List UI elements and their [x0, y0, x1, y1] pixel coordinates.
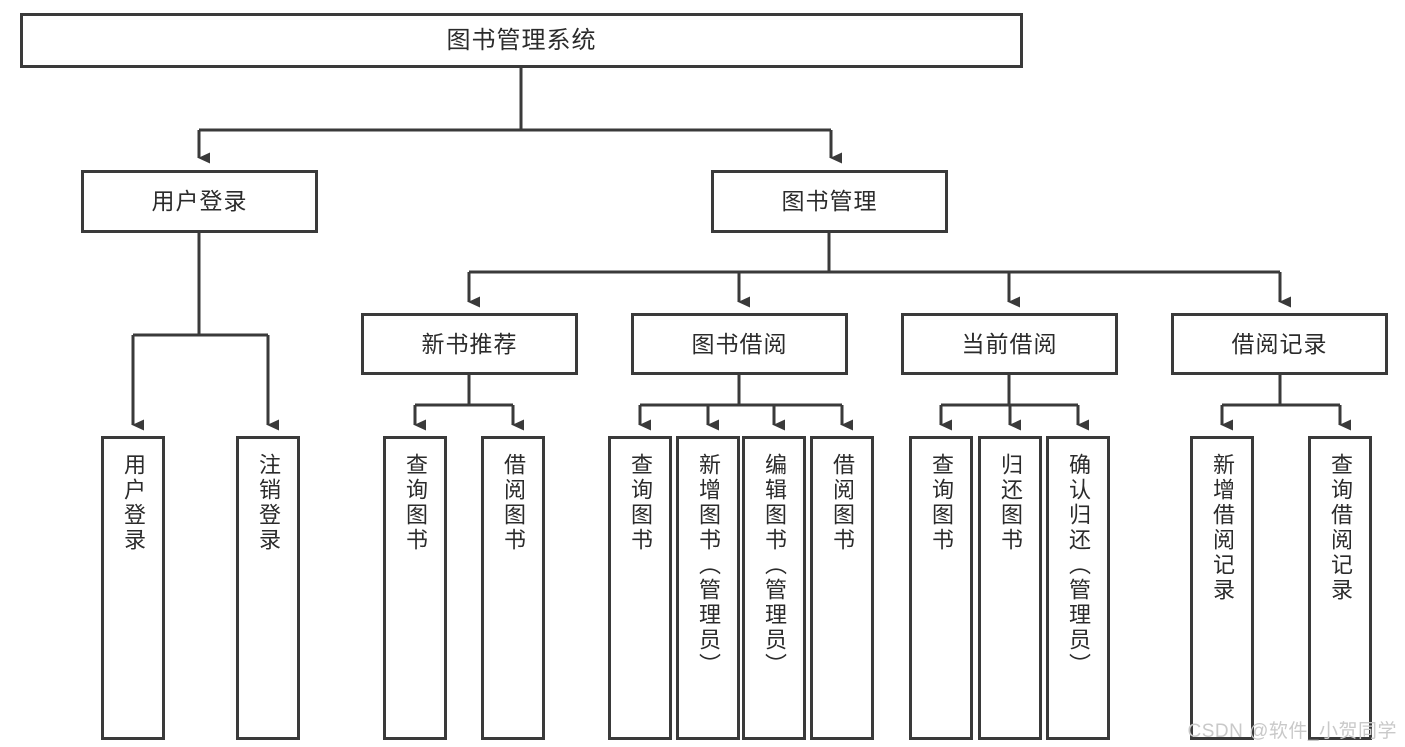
node-label: 借阅记录 — [1231, 330, 1328, 357]
node-label: 新书推荐 — [421, 330, 518, 357]
node-label: 用户登录 — [121, 453, 146, 553]
node-leaf-edit-book-admin[interactable]: 编辑图书（管理员） — [742, 436, 806, 740]
node-label: 图书管理系统 — [446, 26, 597, 54]
node-label: 查询借阅记录 — [1328, 453, 1353, 603]
node-leaf-add-borrow-record[interactable]: 新增借阅记录 — [1190, 436, 1254, 740]
node-leaf-query-book-newbook[interactable]: 查询图书 — [383, 436, 447, 740]
node-leaf-borrow-book[interactable]: 借阅图书 — [810, 436, 874, 740]
node-label: 当前借阅 — [961, 330, 1058, 357]
node-label: 图书管理 — [781, 188, 878, 215]
node-label: 查询图书 — [403, 453, 428, 553]
node-user-login[interactable]: 用户登录 — [81, 170, 318, 233]
node-leaf-query-book-current[interactable]: 查询图书 — [909, 436, 973, 740]
node-label: 编辑图书（管理员） — [762, 453, 787, 678]
node-label: 查询图书 — [628, 453, 653, 553]
node-leaf-query-book-borrow[interactable]: 查询图书 — [608, 436, 672, 740]
node-label: 归还图书 — [998, 453, 1023, 553]
node-label: 注销登录 — [256, 453, 281, 553]
node-leaf-logout[interactable]: 注销登录 — [236, 436, 300, 740]
node-leaf-return-book[interactable]: 归还图书 — [978, 436, 1042, 740]
node-leaf-borrow-book-newbook[interactable]: 借阅图书 — [481, 436, 545, 740]
node-label: 用户登录 — [151, 188, 248, 215]
node-leaf-query-borrow-record[interactable]: 查询借阅记录 — [1308, 436, 1372, 740]
node-current-borrowing[interactable]: 当前借阅 — [901, 313, 1118, 375]
node-borrowing-record[interactable]: 借阅记录 — [1171, 313, 1388, 375]
node-leaf-confirm-return-admin[interactable]: 确认归还（管理员） — [1046, 436, 1110, 740]
node-root-book-management-system[interactable]: 图书管理系统 — [20, 13, 1023, 68]
node-label: 借阅图书 — [501, 453, 526, 553]
node-label: 图书借阅 — [691, 330, 788, 357]
node-label: 查询图书 — [929, 453, 954, 553]
watermark-text: CSDN @软件_小贺同学 — [1187, 721, 1397, 742]
node-book-borrowing[interactable]: 图书借阅 — [631, 313, 848, 375]
node-new-book-recommendation[interactable]: 新书推荐 — [361, 313, 578, 375]
node-label: 新增借阅记录 — [1210, 453, 1235, 603]
node-label: 借阅图书 — [830, 453, 855, 553]
node-book-management[interactable]: 图书管理 — [711, 170, 948, 233]
node-leaf-user-login[interactable]: 用户登录 — [101, 436, 165, 740]
node-label: 新增图书（管理员） — [696, 453, 721, 678]
node-label: 确认归还（管理员） — [1066, 453, 1091, 678]
node-leaf-add-book-admin[interactable]: 新增图书（管理员） — [676, 436, 740, 740]
